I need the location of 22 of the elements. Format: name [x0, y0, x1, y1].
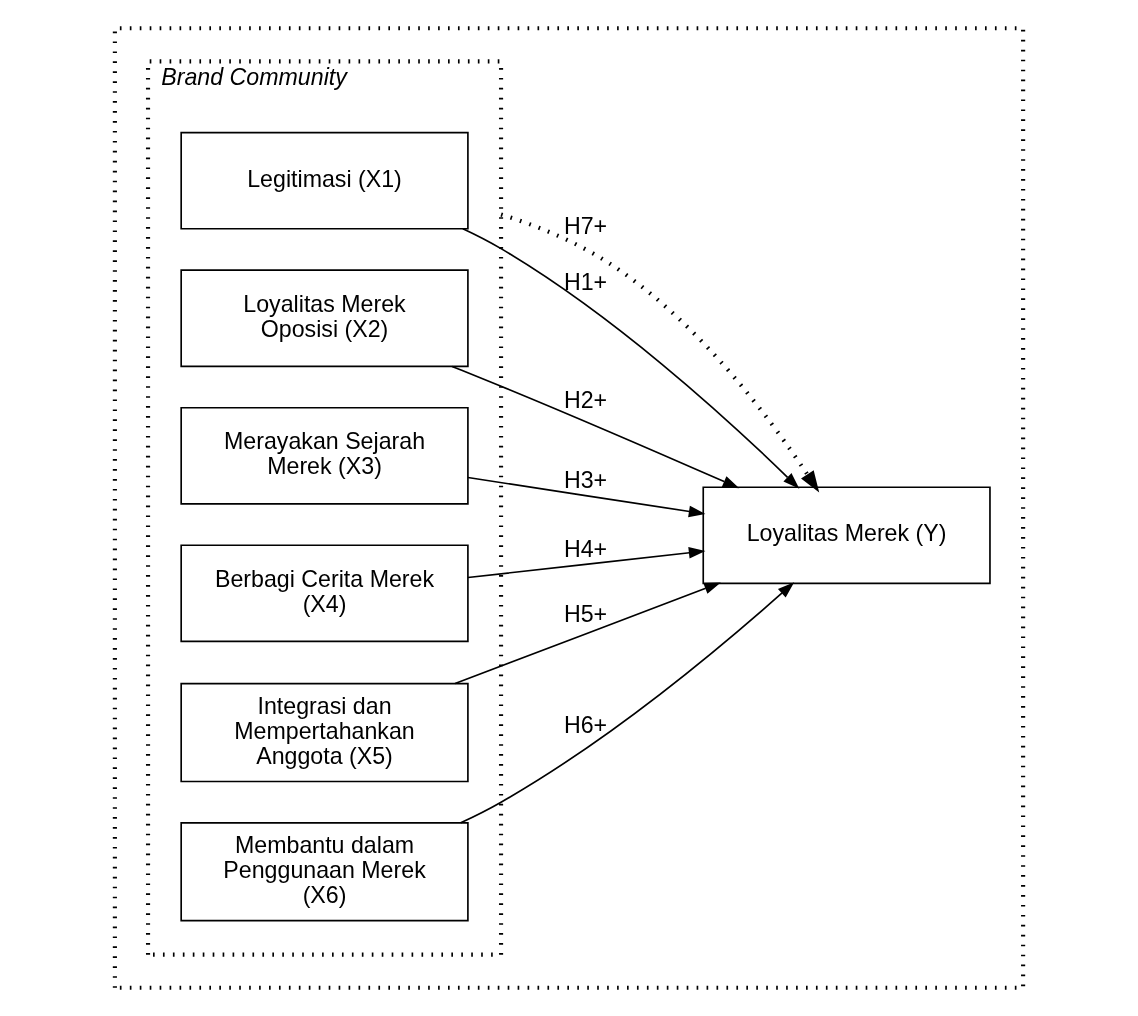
node-box: Merayakan Sejarah Merek (X3)	[180, 406, 469, 505]
node-box: Integrasi dan Mempertahankan Anggota (X5)	[180, 682, 469, 783]
edge-label: H1+	[563, 269, 608, 296]
edge-label: H4+	[563, 536, 608, 563]
node-box: Membantu dalam Penggunaan Merek (X6)	[180, 822, 469, 922]
node-box: Loyalitas Merek (Y)	[702, 486, 991, 585]
edge-label: H7+	[563, 213, 608, 240]
edge-label: H2+	[563, 387, 608, 414]
edge-label: H3+	[563, 466, 608, 493]
node-box: Legitimasi (X1)	[180, 131, 469, 230]
arrow	[454, 582, 721, 685]
arrow	[467, 476, 706, 518]
arrow	[451, 365, 740, 489]
cluster	[112, 26, 1026, 990]
arrow	[459, 582, 795, 824]
edge-label: H6+	[563, 711, 608, 738]
node-box: Loyalitas Merek Oposisi (X2)	[180, 269, 469, 368]
arrow	[500, 212, 820, 493]
edge-label: H5+	[563, 600, 608, 627]
arrow	[467, 547, 706, 579]
node-box: Berbagi Cerita Merek (X4)	[180, 544, 469, 643]
arrow	[462, 227, 800, 489]
